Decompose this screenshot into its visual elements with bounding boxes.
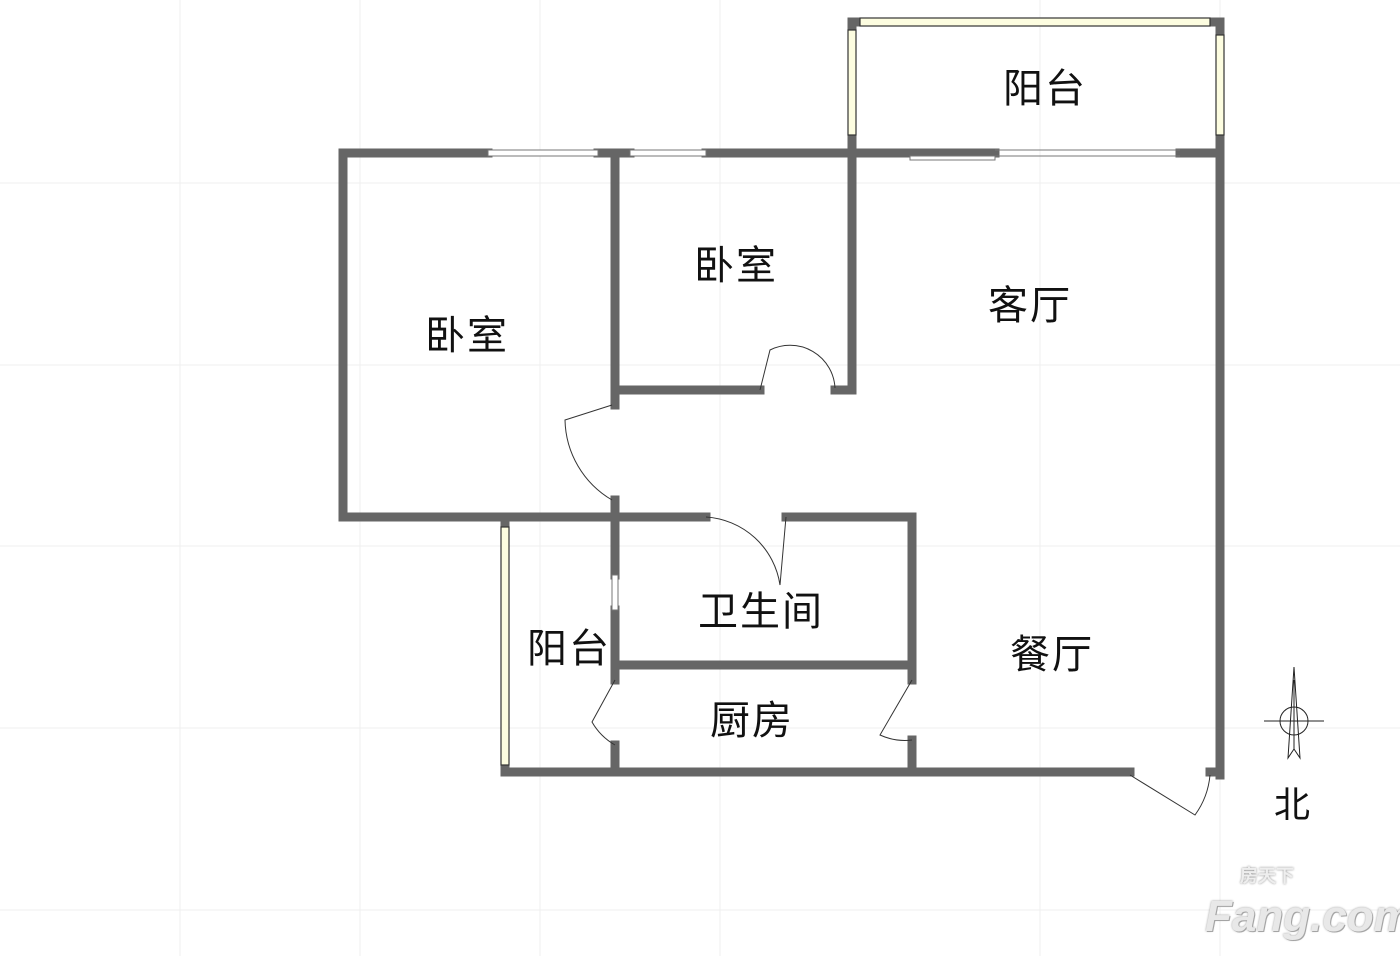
- room-label-balcony-north: 阳台: [1003, 66, 1087, 112]
- watermark-cn: 房天下: [1240, 866, 1294, 887]
- room-label-bedroom-large: 卧室: [425, 313, 509, 359]
- room-label-bedroom-small: 卧室: [694, 243, 778, 289]
- room-label-balcony-west: 阳台: [527, 626, 611, 672]
- walls: [338, 17, 1225, 780]
- watermark-logo: Fang.com: [1205, 892, 1400, 941]
- compass: [1264, 666, 1324, 760]
- compass-north-label: 北: [1274, 785, 1313, 826]
- glass-windows: [487, 149, 1180, 611]
- windows: [500, 17, 1225, 766]
- room-label-dining-room: 餐厅: [1010, 632, 1094, 678]
- room-label-living-room: 客厅: [988, 283, 1072, 329]
- doors: [564, 344, 1211, 816]
- room-label-bathroom: 卫生间: [698, 589, 824, 635]
- room-label-kitchen: 厨房: [710, 698, 794, 744]
